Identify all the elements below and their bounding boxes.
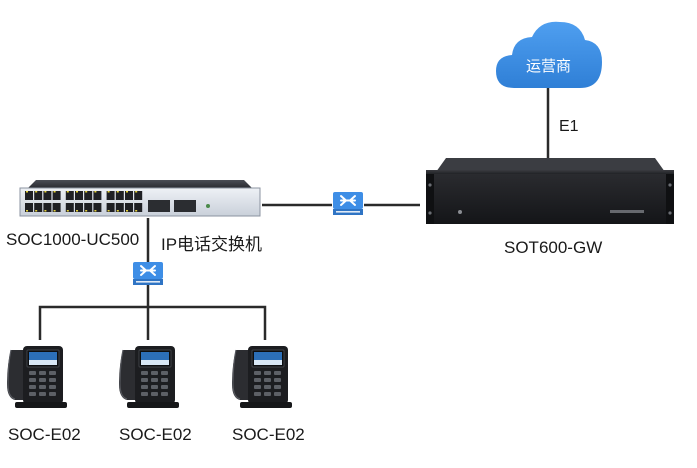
ethernet-port	[65, 191, 74, 200]
gateway-device	[426, 158, 674, 224]
ethernet-port	[93, 203, 102, 212]
gateway-label: SOT600-GW	[504, 238, 603, 257]
ethernet-port	[134, 191, 143, 200]
connection-lines	[38, 80, 550, 340]
port-led	[126, 210, 128, 212]
ethernet-port	[134, 203, 143, 212]
ip-pbx-model-label: SOC1000-UC500	[6, 230, 140, 249]
port-led	[94, 210, 97, 212]
phone-label: SOC-E02	[8, 425, 81, 444]
port-led	[107, 210, 110, 212]
port-led	[76, 191, 78, 193]
phone-label: SOC-E02	[232, 425, 305, 444]
ethernet-port	[75, 191, 83, 200]
port-led	[135, 210, 138, 212]
port-led	[76, 210, 78, 212]
ethernet-port	[52, 203, 61, 212]
e1-link-label: E1	[559, 118, 579, 135]
ip-phone-icon	[6, 345, 68, 409]
carrier-cloud	[496, 21, 602, 88]
port-led	[53, 191, 56, 193]
cloud-label: 运营商	[526, 58, 572, 75]
network-switch-icon	[332, 191, 364, 216]
port-led	[116, 210, 119, 212]
port-led	[35, 210, 38, 212]
cloud-icon	[496, 21, 602, 88]
ethernet-port	[43, 203, 52, 212]
port-led	[35, 191, 38, 193]
port-led	[53, 210, 56, 212]
port-led	[116, 191, 119, 193]
phone-label: SOC-E02	[119, 425, 192, 444]
ethernet-port	[25, 203, 33, 212]
ethernet-port	[75, 203, 83, 212]
network-switch-icon	[132, 261, 164, 286]
port-led	[107, 191, 110, 193]
phone-bus-line	[38, 305, 267, 340]
ethernet-port	[84, 203, 93, 212]
port-led	[85, 191, 88, 193]
ethernet-port	[34, 191, 43, 200]
ethernet-port	[84, 191, 93, 200]
port-led	[126, 191, 128, 193]
ethernet-port	[125, 203, 133, 212]
ip-phone-icon	[231, 345, 293, 409]
ethernet-port	[65, 203, 74, 212]
ip-pbx-switch-device	[19, 180, 261, 217]
ethernet-port	[106, 203, 115, 212]
ethernet-port	[25, 191, 33, 200]
ethernet-port	[115, 203, 124, 212]
port-led	[26, 191, 28, 193]
ip-pbx-type-label: IP电话交换机	[161, 235, 263, 254]
port-led	[66, 210, 69, 212]
ethernet-port	[125, 191, 133, 200]
ethernet-port	[93, 191, 102, 200]
ethernet-ports	[25, 191, 143, 212]
ethernet-port	[106, 191, 115, 200]
ethernet-port	[115, 191, 124, 200]
ethernet-port	[43, 191, 52, 200]
ethernet-port	[52, 191, 61, 200]
ethernet-port	[34, 203, 43, 212]
port-led	[135, 191, 138, 193]
port-led	[44, 210, 47, 212]
port-led	[44, 191, 47, 193]
port-led	[26, 210, 28, 212]
port-led	[94, 191, 97, 193]
port-led	[66, 191, 69, 193]
ip-phone-icon	[118, 345, 180, 409]
port-led	[85, 210, 88, 212]
